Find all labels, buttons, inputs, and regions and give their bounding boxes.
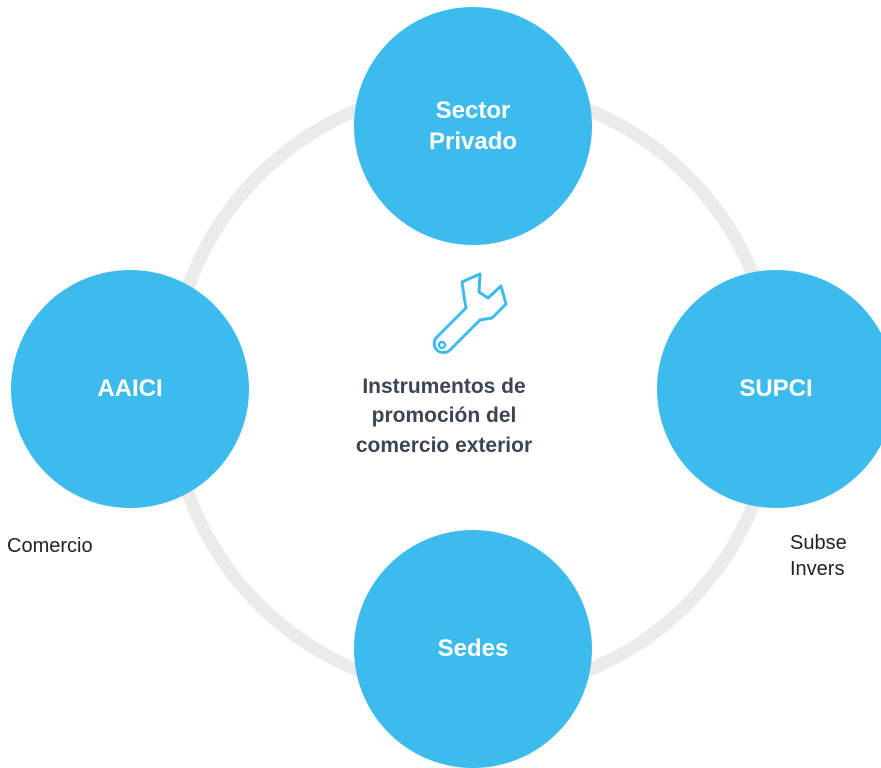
side-label-left: Comercio <box>7 535 93 557</box>
node-sedes[interactable]: Sedes <box>354 530 592 768</box>
node-aaici[interactable]: AAICI <box>11 270 249 508</box>
node-sector-privado-line2: Privado <box>428 128 518 155</box>
node-supci-label: SUPCI <box>739 375 813 403</box>
node-sector-privado-label: Sector Privado <box>429 95 517 157</box>
side-label-right: Subse Invers <box>790 532 847 580</box>
node-aaici-label: AAICI <box>97 375 163 403</box>
wrench-icon <box>432 272 508 354</box>
node-sector-privado[interactable]: Sector Privado <box>354 7 592 245</box>
center-title: Instrumentos de promoción del comercio e… <box>355 375 533 457</box>
node-supci[interactable]: SUPCI <box>657 270 881 508</box>
node-sedes-label: Sedes <box>437 635 509 663</box>
node-sector-privado-line1: Sector <box>435 96 511 124</box>
